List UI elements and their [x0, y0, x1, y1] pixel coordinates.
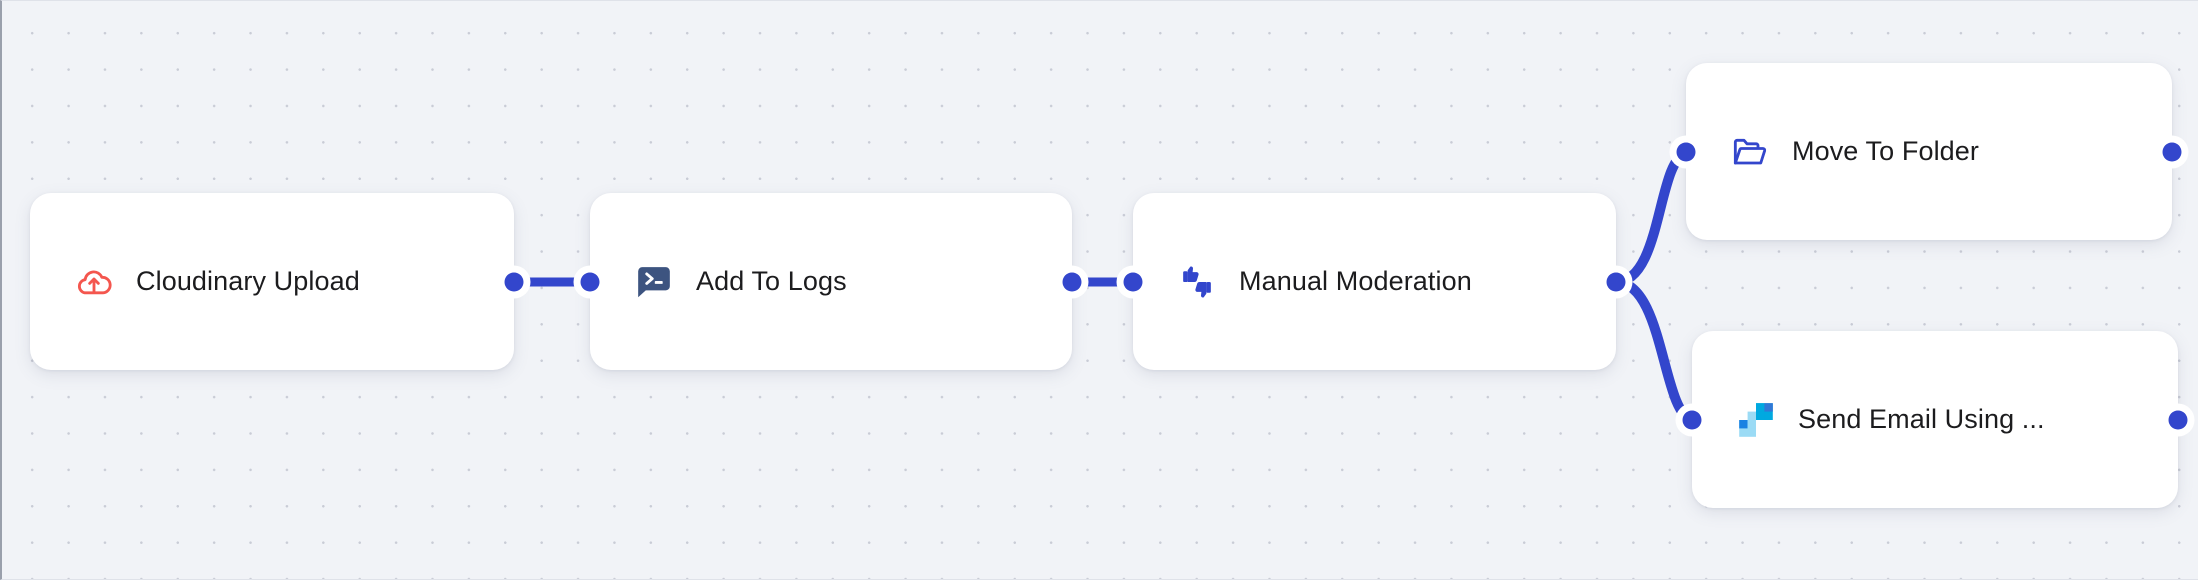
node-manual-moderation[interactable]: Manual Moderation: [1123, 193, 1626, 370]
cloud-upload-icon: [74, 262, 114, 302]
node-label: Add To Logs: [696, 266, 847, 296]
output-port[interactable]: [2162, 142, 2182, 161]
open-folder-icon: [1730, 132, 1770, 172]
node-cloudinary-upload[interactable]: Cloudinary Upload: [30, 193, 524, 370]
node-add-to-logs[interactable]: Add To Logs: [580, 193, 1082, 370]
edge-moderation-to-email: [1611, 277, 1697, 425]
node-label: Manual Moderation: [1239, 266, 1472, 296]
node-label: Move To Folder: [1792, 136, 1979, 166]
output-port[interactable]: [1606, 272, 1626, 291]
node-move-to-folder[interactable]: Move To Folder: [1676, 63, 2182, 240]
output-port[interactable]: [1062, 272, 1082, 291]
node-label: Cloudinary Upload: [136, 266, 360, 296]
input-port[interactable]: [1123, 272, 1143, 291]
output-port[interactable]: [504, 272, 524, 291]
node-label: Send Email Using ...: [1798, 404, 2045, 434]
sendgrid-squares-icon: [1736, 400, 1776, 440]
node-send-email-using[interactable]: Send Email Using ...: [1682, 331, 2188, 508]
input-port[interactable]: [1676, 142, 1696, 161]
input-port[interactable]: [1682, 410, 1702, 429]
output-port[interactable]: [2168, 410, 2188, 429]
edge-moderation-to-folder: [1611, 148, 1691, 287]
thumbs-up-down-icon: [1177, 262, 1217, 302]
terminal-bubble-icon: [634, 262, 674, 302]
input-port[interactable]: [580, 272, 600, 291]
